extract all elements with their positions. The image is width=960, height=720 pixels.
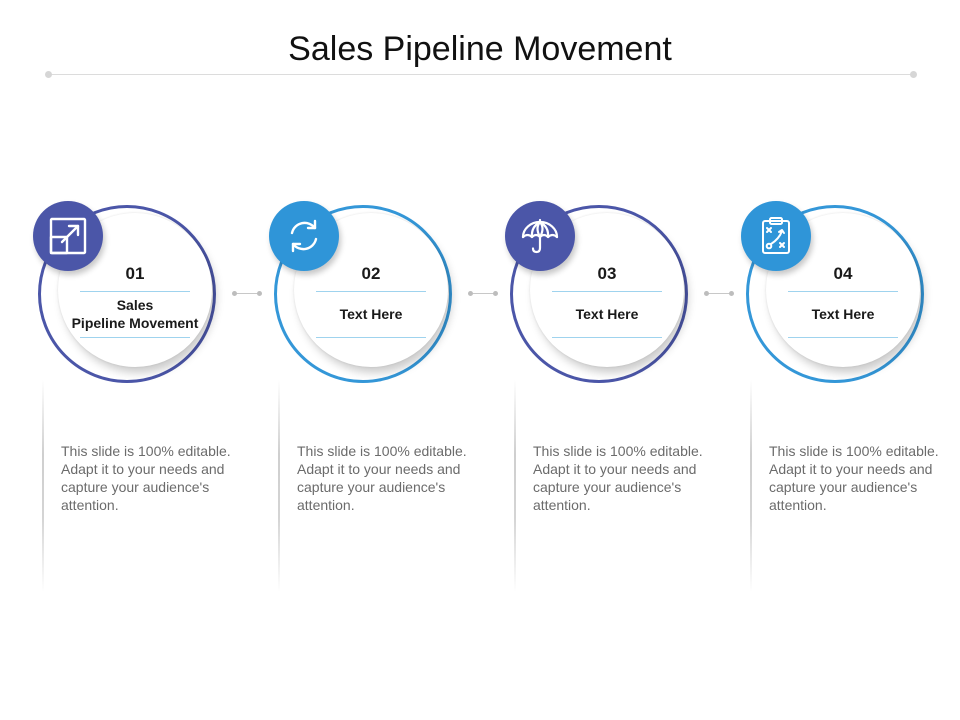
step-icon-badge xyxy=(505,201,575,271)
step-description: This slide is 100% editable. Adapt it to… xyxy=(533,443,703,513)
step-4: 04 Text Here This slide is 100% editable… xyxy=(708,0,944,720)
step-description: This slide is 100% editable. Adapt it to… xyxy=(297,443,467,513)
step-connector xyxy=(468,290,498,298)
step-label: Text Here xyxy=(811,306,875,322)
step-separator xyxy=(788,291,898,292)
title-divider xyxy=(45,71,917,78)
step-description: This slide is 100% editable. Adapt it to… xyxy=(61,443,231,513)
step-description: This slide is 100% editable. Adapt it to… xyxy=(769,443,939,513)
step-separator xyxy=(552,337,662,338)
step-icon-badge xyxy=(33,201,103,271)
expand-square-icon xyxy=(49,217,87,255)
step-separator xyxy=(80,337,190,338)
step-label: Text Here xyxy=(575,306,639,322)
step-vertical-line xyxy=(750,380,752,592)
step-3: 03 Text Here This slide is 100% editable… xyxy=(472,0,708,720)
divider-end-dot xyxy=(45,71,52,78)
divider-end-dot xyxy=(910,71,917,78)
step-number: 02 xyxy=(361,264,381,283)
step-separator xyxy=(80,291,190,292)
step-vertical-line xyxy=(514,380,516,592)
step-separator xyxy=(788,337,898,338)
step-2: 02 Text Here This slide is 100% editable… xyxy=(236,0,472,720)
step-icon-badge xyxy=(269,201,339,271)
step-label: Text Here xyxy=(339,306,403,322)
step-connector xyxy=(232,290,262,298)
slide-title: Sales Pipeline Movement xyxy=(288,30,672,68)
step-separator xyxy=(316,337,426,338)
umbrella-icon xyxy=(521,218,559,254)
step-vertical-line xyxy=(42,380,44,592)
step-vertical-line xyxy=(278,380,280,592)
step-separator xyxy=(316,291,426,292)
step-separator xyxy=(552,291,662,292)
step-1: 01 Sales Pipeline Movement This slide is… xyxy=(0,0,236,720)
step-icon-badge xyxy=(741,201,811,271)
refresh-icon xyxy=(290,219,318,253)
strategy-clipboard-icon xyxy=(762,217,790,254)
step-number: 03 xyxy=(597,264,617,283)
step-connector xyxy=(704,290,734,298)
step-number: 04 xyxy=(833,264,853,283)
step-label: Sales Pipeline Movement xyxy=(71,297,199,331)
step-number: 01 xyxy=(125,264,145,283)
